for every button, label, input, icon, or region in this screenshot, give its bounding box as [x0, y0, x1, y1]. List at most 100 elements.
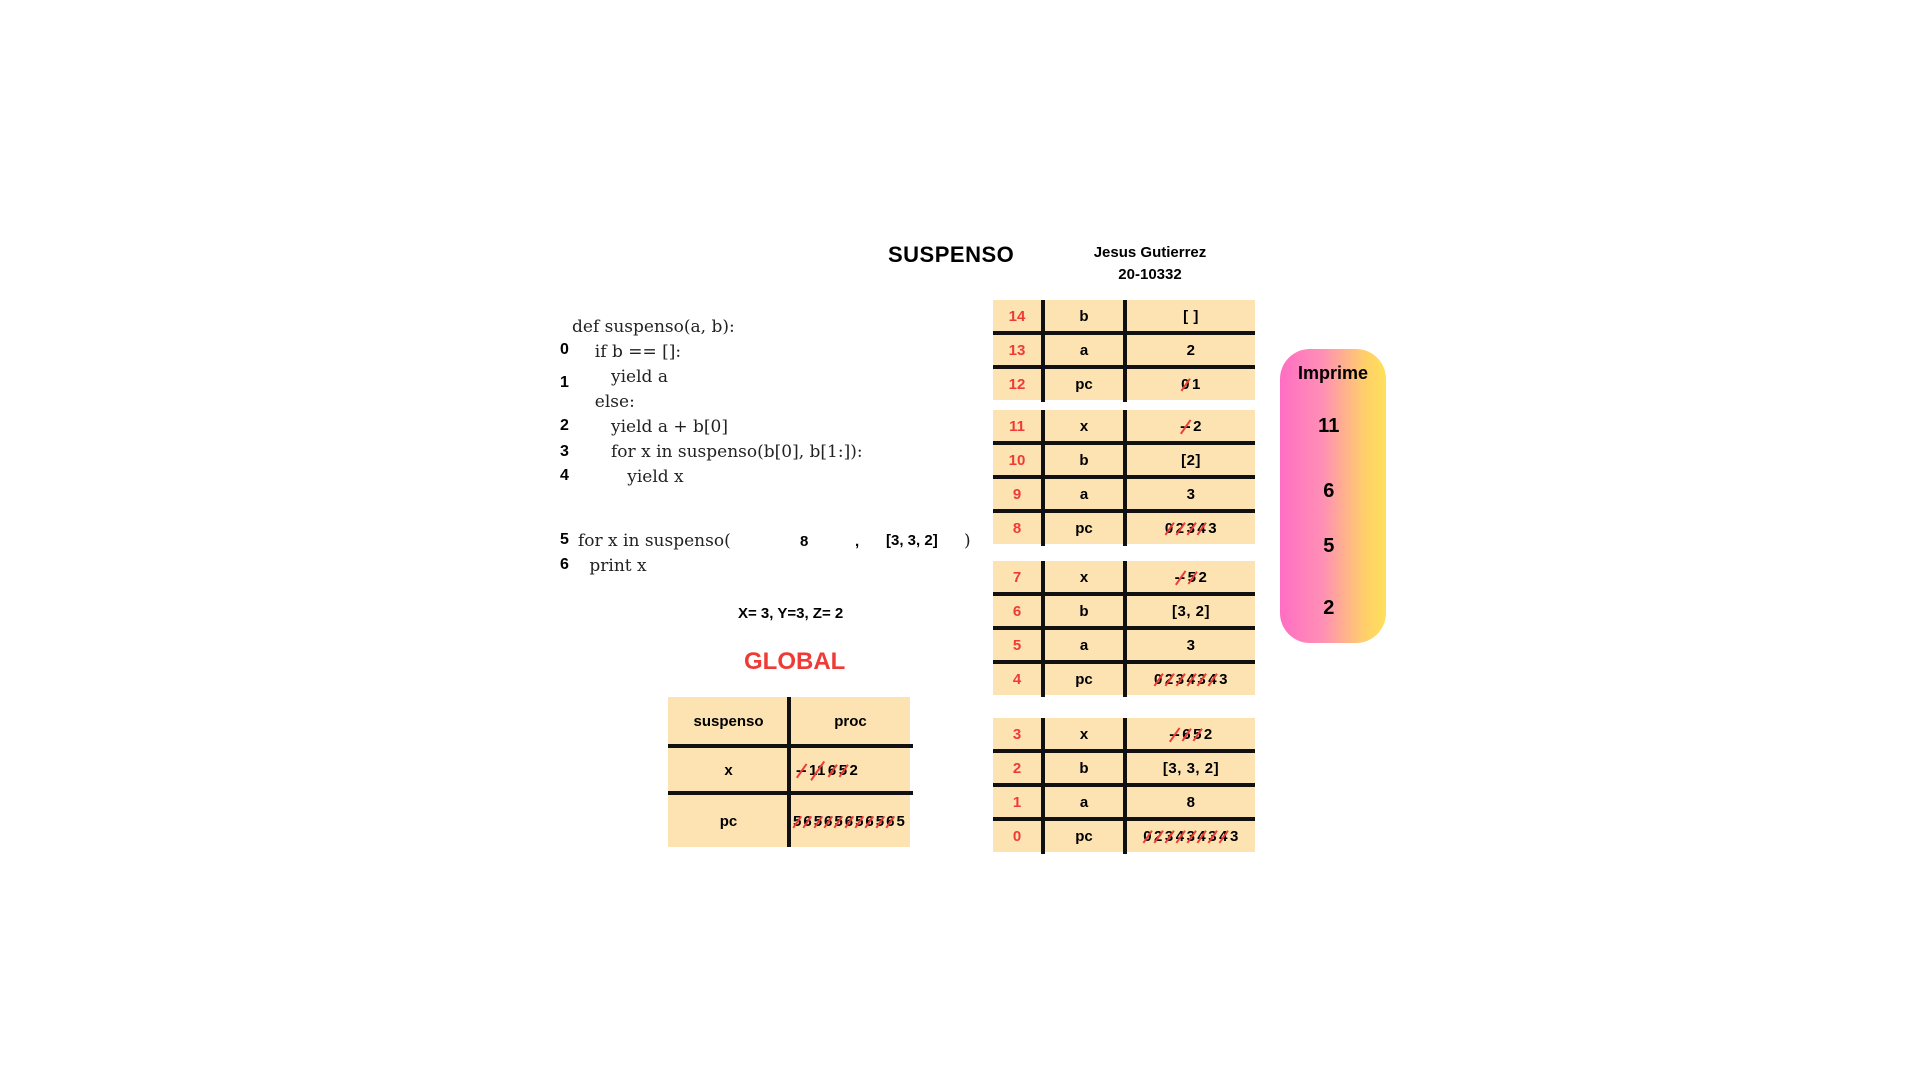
var-name: pc	[1075, 375, 1093, 393]
line-number: 6	[560, 556, 569, 573]
line-number: 5	[560, 531, 569, 548]
var-values: 2	[1127, 334, 1255, 366]
code-line: else:	[584, 392, 635, 412]
crossed-value: 5	[855, 812, 864, 830]
divider	[668, 791, 913, 795]
crossed-value: 3	[1208, 827, 1218, 845]
crossed-value: 0	[1181, 375, 1190, 393]
crossed-value: 2	[1175, 519, 1185, 537]
arg-a-value: 8	[800, 533, 809, 550]
stack-index: 11	[1009, 417, 1025, 435]
crossed-value: --	[1169, 725, 1181, 743]
crossed-value: 6	[886, 812, 895, 830]
current-value: 2	[1203, 725, 1213, 743]
arg-comma: ,	[855, 533, 860, 550]
output-value: 2	[1323, 597, 1335, 619]
var-values: [3, 2]	[1127, 595, 1255, 627]
global-header: proc	[834, 713, 867, 730]
author-id: 20-10332	[1118, 266, 1182, 283]
current-value: 2	[1186, 341, 1196, 359]
global-title: GLOBAL	[744, 648, 846, 675]
crossed-value: 4	[1197, 519, 1207, 537]
divider	[1041, 410, 1045, 546]
stack-index: 7	[1012, 568, 1022, 586]
crossed-value: 5	[793, 812, 802, 830]
crossed-value: 6	[803, 812, 812, 830]
current-value: 3	[1219, 670, 1228, 688]
var-name: b	[1079, 451, 1089, 469]
output-panel: Imprime 11 6 5 2	[1280, 349, 1386, 643]
code-line: if b == []:	[584, 342, 682, 362]
divider	[1123, 718, 1127, 854]
current-value: 1	[1192, 375, 1201, 393]
stack-index: 13	[1008, 341, 1026, 359]
crossed-value: --	[796, 762, 807, 779]
crossed-value: 6	[865, 812, 874, 830]
crossed-value: 6	[1182, 725, 1192, 743]
divider	[1041, 300, 1045, 402]
crossed-value: 0	[1154, 670, 1163, 688]
var-name: pc	[1075, 670, 1093, 688]
code-line: def suspenso(a, b):	[572, 317, 735, 337]
var-name: pc	[1075, 519, 1093, 537]
crossed-value: --	[1180, 417, 1192, 435]
var-name: x	[1079, 725, 1089, 743]
line-number: 2	[560, 417, 569, 434]
crossed-value: 5	[875, 812, 885, 830]
stack-index: 2	[1012, 759, 1022, 777]
var-name: x	[1079, 417, 1089, 435]
crossed-value: 0	[1164, 519, 1174, 537]
var-name: b	[1079, 759, 1089, 777]
crossed-value: 6	[827, 762, 837, 779]
var-values: [2]	[1127, 444, 1255, 476]
author-block: Jesus Gutierrez 20-10332	[1080, 242, 1220, 286]
line-number: 1	[560, 374, 569, 391]
line-number: 3	[560, 443, 569, 460]
line-number: 4	[560, 467, 569, 484]
current-value: 3	[1186, 636, 1196, 654]
stack-index: 8	[1012, 519, 1022, 537]
crossed-value: 4	[1219, 827, 1228, 845]
divider	[1123, 561, 1127, 697]
var-name: a	[1079, 341, 1089, 359]
current-value: [2]	[1181, 451, 1201, 469]
global-header: suspenso	[693, 713, 764, 730]
var-name: pc	[719, 812, 738, 830]
divider	[1041, 718, 1045, 854]
var-values: --2	[1127, 410, 1255, 442]
current-value: [3, 3, 2]	[1162, 759, 1220, 777]
code-line: for x in suspenso(b[0], b[1:]):	[584, 442, 863, 462]
current-value: 8	[1186, 793, 1196, 811]
crossed-value: 6	[824, 812, 833, 830]
crossed-value: 11	[809, 762, 826, 779]
stack-index: 1	[1012, 793, 1022, 811]
code-line: yield a	[584, 367, 668, 387]
stack-index: 5	[1012, 636, 1022, 654]
current-value: 2	[1193, 417, 1202, 435]
stack-index: 4	[1012, 670, 1022, 688]
crossed-value: 5	[813, 812, 823, 830]
current-value: 2	[849, 762, 859, 779]
current-value: 3	[1229, 827, 1239, 845]
stack-index: 14	[1008, 307, 1026, 325]
line-number: 0	[560, 341, 569, 358]
stack-index: 9	[1012, 485, 1022, 503]
current-value: 3	[1208, 519, 1218, 537]
current-value: [3, 2]	[1171, 602, 1210, 620]
var-values: [ ]	[1127, 300, 1255, 332]
crossed-value: 3	[1197, 670, 1207, 688]
current-value: 2	[1198, 568, 1208, 586]
crossed-value: 3	[1186, 827, 1196, 845]
var-name: a	[1079, 793, 1089, 811]
